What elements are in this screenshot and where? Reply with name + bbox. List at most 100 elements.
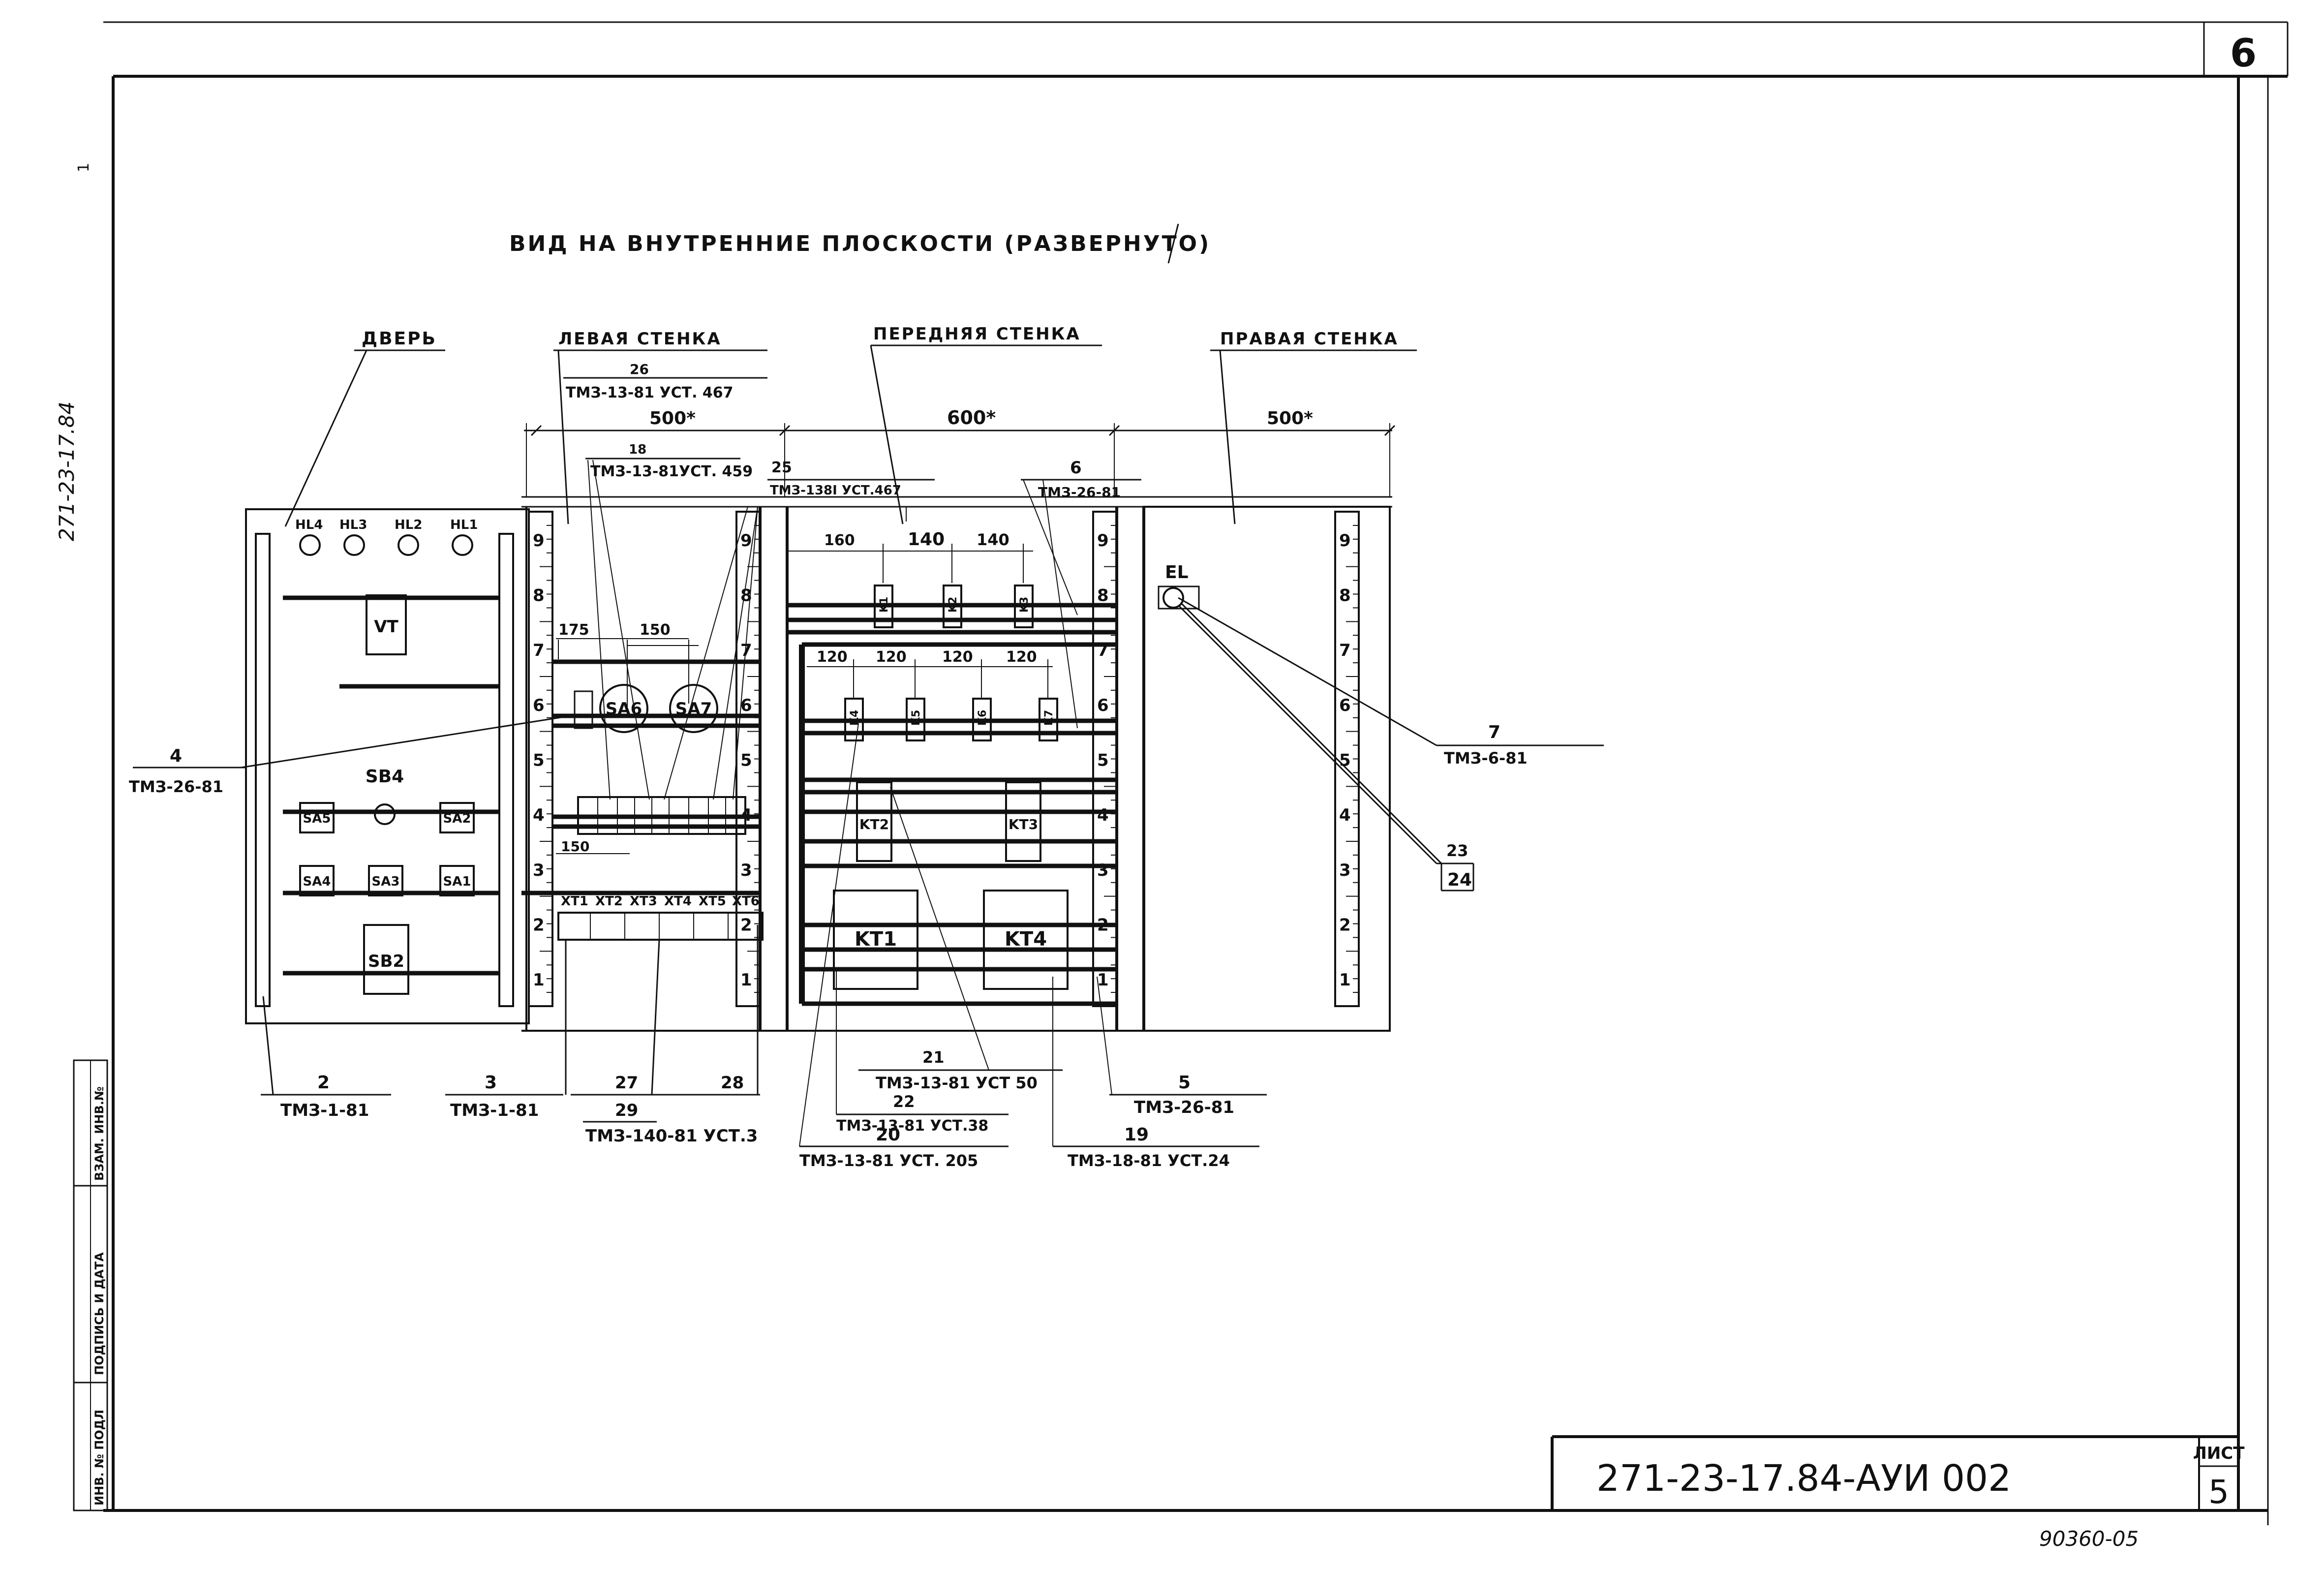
scale-number: 3 (740, 861, 752, 880)
relay-k6-label: K6 (977, 710, 989, 726)
sheet-code: 271-23-17.84-АУИ 002 (1596, 1457, 2011, 1500)
scale-number: 6 (533, 696, 545, 715)
callout-3-num: 3 (485, 1073, 497, 1093)
sa7-label: SA7 (675, 699, 712, 719)
dim-right-width: 500* (1267, 408, 1313, 429)
timer-kt2-label: KT2 (859, 816, 889, 832)
timer-kt3-box (1005, 781, 1041, 862)
relay-k7-box (1039, 698, 1058, 741)
scale-number: 5 (1339, 751, 1351, 770)
scale-number: 7 (533, 641, 545, 660)
relay-k1-box (874, 585, 893, 628)
scale-number: 1 (1097, 970, 1109, 990)
scale-number: 3 (533, 861, 545, 880)
xt-label-3: XT3 (630, 894, 657, 909)
list-label: ЛИСТ (2193, 1444, 2245, 1463)
dim-150b: 150 (561, 838, 589, 855)
lamp-hl4-icon (299, 534, 321, 556)
lamp-hl1-label: HL1 (450, 518, 478, 532)
timer-kt4-box (983, 890, 1069, 990)
scale-number: 4 (1097, 805, 1109, 825)
lamp-hl4-label: HL4 (295, 518, 323, 532)
relay-k3-label: K3 (1018, 597, 1031, 613)
callout-20-text: ТМЗ-13-81 УСТ. 205 (799, 1151, 978, 1170)
xt-label-2: XT2 (595, 894, 623, 909)
callout-2-num: 2 (317, 1073, 330, 1093)
lamp-el-label: EL (1165, 562, 1189, 583)
callout-26-num: 26 (630, 361, 649, 377)
front-wall (787, 479, 1117, 1006)
xt-label-5: XT5 (699, 894, 726, 909)
section-right: ПРАВАЯ СТЕНКА (1220, 329, 1399, 349)
scale-number: 1 (740, 970, 752, 990)
side-code: 271-23-17.84 (55, 401, 79, 541)
dim-120d: 120 (1006, 648, 1037, 666)
scale-number: 8 (533, 586, 545, 606)
callout-5-text: ТМЗ-26-81 (1134, 1098, 1234, 1117)
sa6-label: SA6 (606, 699, 642, 719)
scale-number: 6 (740, 696, 752, 715)
scale-number: 3 (1339, 861, 1351, 880)
sa2-box (439, 802, 475, 833)
stamp-inv: ИНВ. № ПОДЛ (92, 1410, 106, 1506)
scale-number: 1 (533, 970, 545, 990)
timer-kt3-label: KT3 (1009, 816, 1038, 832)
scale-number: 2 (533, 916, 545, 935)
relay-k5-box (906, 698, 925, 741)
sheet-number: 6 (2230, 31, 2257, 76)
callout-29-text: ТМЗ-140-81 УСТ.3 (585, 1126, 758, 1146)
right-wall (1158, 585, 1446, 864)
callout-22-num: 22 (893, 1092, 915, 1111)
scale-number: 9 (740, 531, 752, 551)
callout-27-num: 27 (615, 1073, 638, 1093)
left-wall (521, 460, 764, 941)
sb4-label: SB4 (366, 767, 404, 787)
scale-number: 2 (1339, 916, 1351, 935)
scale-number: 4 (533, 805, 545, 825)
xt-label-1: XT1 (561, 894, 588, 909)
sa3-label: SA3 (372, 874, 400, 889)
dim-150a: 150 (640, 621, 671, 639)
callout-29-num: 29 (615, 1101, 638, 1120)
callout-25-num: 25 (771, 459, 792, 476)
sb4-button-icon (374, 803, 396, 825)
callout-6-text: ТМЗ-26-81 (1038, 484, 1121, 500)
vt-box (366, 594, 407, 655)
callout-28-num: 28 (721, 1073, 744, 1093)
sa2-label: SA2 (443, 811, 471, 826)
stamp-sign: ПОДПИСЬ И ДАТА (92, 1252, 106, 1375)
callout-23-num: 23 (1446, 841, 1468, 860)
callout-7-num: 7 (1488, 722, 1500, 742)
dim-120b: 120 (876, 648, 907, 666)
callout-22-text: ТМЗ-13-81 УСТ.38 (836, 1117, 988, 1135)
scale-number: 6 (1097, 696, 1109, 715)
dim-140a: 140 (908, 529, 945, 550)
scale-number: 5 (740, 751, 752, 770)
callout-21-num: 21 (922, 1048, 945, 1067)
callout-24-num: 24 (1447, 870, 1472, 890)
scale-number: 7 (1339, 641, 1351, 660)
page-number: 5 (2208, 1473, 2229, 1511)
callout-4-num: 4 (170, 746, 182, 766)
callout-19-num: 19 (1124, 1125, 1149, 1145)
lamp-hl2-icon (398, 534, 419, 556)
timer-kt2-box (856, 781, 892, 862)
dim-140b: 140 (977, 530, 1009, 549)
scale-number: 9 (533, 531, 545, 551)
sa1-box (439, 865, 475, 896)
sa5-label: SA5 (303, 811, 331, 826)
relay-k1-label: K1 (878, 597, 890, 613)
dim-left-width: 500* (649, 408, 696, 429)
xt-label-6: XT6 (732, 894, 760, 909)
relay-k4-box (844, 698, 864, 741)
timer-kt1-label: KT1 (855, 928, 897, 951)
inventory-number: 90360-05 (2039, 1527, 2139, 1551)
scale-number: 7 (740, 641, 752, 660)
timer-kt1-box (833, 890, 918, 990)
callout-25-text: ТМЗ-138I УСТ.467 (770, 483, 901, 498)
scale-number: 8 (1097, 586, 1109, 606)
relay-k2-box (943, 585, 962, 628)
vt-label: VT (374, 617, 398, 637)
lamp-hl1-icon (452, 534, 473, 556)
callout-6-num: 6 (1070, 458, 1082, 478)
